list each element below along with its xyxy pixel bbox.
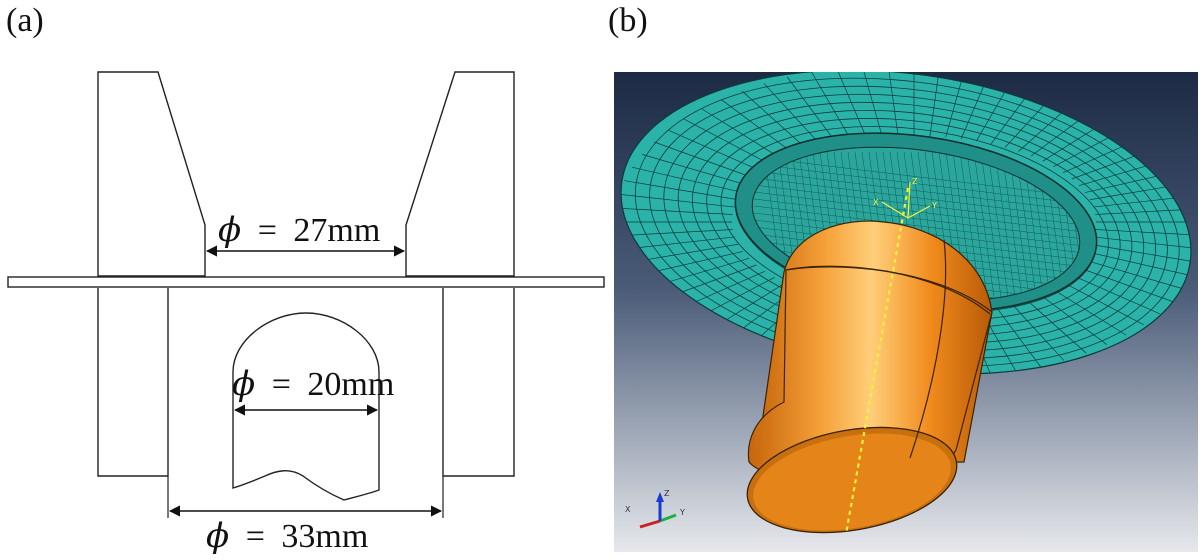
lower-die-left	[97, 288, 169, 477]
triad-x-label: X	[625, 505, 631, 514]
sheet-blank	[7, 276, 605, 288]
panel-label-a: (a)	[6, 2, 44, 39]
upper-die-right	[405, 71, 515, 277]
svg-text:X: X	[873, 198, 879, 207]
triad-y-label: Y	[679, 508, 685, 517]
panel-label-b: (b)	[608, 2, 648, 39]
upper-die-left	[97, 71, 206, 277]
punch-outline	[232, 312, 380, 501]
dimension-label-33: ϕ = 33mm	[206, 516, 368, 556]
lower-die-right	[442, 288, 515, 477]
punch-axis-line	[844, 187, 910, 535]
svg-text:Z: Z	[912, 177, 918, 186]
local-coordinate-axes: Z X Y	[873, 177, 937, 219]
dimension-label-20: ϕ = 20mm	[232, 364, 394, 404]
dimension-label-27: ϕ = 27mm	[218, 210, 380, 250]
fem-model-view: Z X Y X Y Z	[614, 72, 1198, 552]
die-schematic: ϕ = 27mm ϕ = 20mm ϕ = 33mm	[7, 71, 605, 556]
svg-text:Y: Y	[931, 201, 937, 210]
triad-z-label: Z	[664, 489, 670, 498]
global-axis-triad: X Y Z	[625, 489, 685, 529]
punch-body	[746, 220, 993, 534]
